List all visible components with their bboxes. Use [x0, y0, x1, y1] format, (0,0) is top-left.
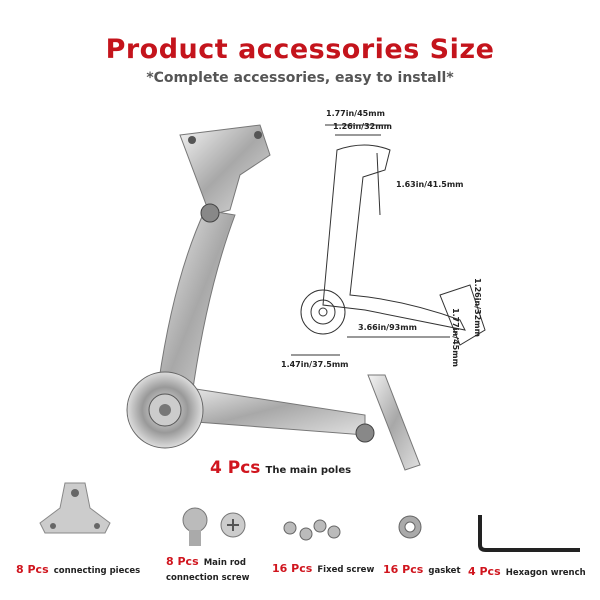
fixed-screw-photo	[283, 519, 341, 541]
label: gasket	[428, 566, 461, 576]
count: 8 Pcs	[166, 555, 199, 568]
count: 16 Pcs	[272, 562, 313, 575]
accessory-fixed-screw: 16 Pcs Fixed screw	[272, 557, 374, 576]
page-title: Product accessories Size	[105, 34, 495, 65]
main-rod-screw-photo	[182, 507, 246, 546]
label: connecting pieces	[53, 566, 141, 576]
dim-wheel-diameter: 1.47in/37.5mm	[281, 360, 349, 369]
accessory-hexagon-wrench: 4 Pcs Hexagon wrench	[468, 560, 586, 579]
main-label: The main poles	[265, 465, 352, 476]
gasket-photo	[398, 515, 422, 539]
label: Hexagon wrench	[505, 568, 586, 578]
count: 4 Pcs	[468, 565, 501, 578]
dim-foot-hole-spacing: 1.26in/32mm	[473, 278, 482, 337]
main-pole-photo	[126, 124, 421, 471]
dim-top-height: 1.63in/41.5mm	[396, 180, 464, 189]
dim-top-hole-spacing: 1.26in/32mm	[333, 122, 392, 131]
dim-top-width: 1.77in/45mm	[326, 109, 385, 118]
hexagon-wrench-photo	[478, 515, 580, 552]
count: 8 Pcs	[16, 563, 49, 576]
count: 16 Pcs	[383, 563, 424, 576]
accessory-gasket: 16 Pcs gasket	[383, 558, 461, 577]
main-count: 4 Pcs	[210, 458, 261, 478]
label: Main rod	[203, 558, 246, 568]
subtitle: *Complete accessories, easy to install*	[146, 70, 454, 86]
connecting-piece-photo	[39, 482, 111, 534]
accessory-main-rod-screw: 8 Pcs Main rod connection screw	[166, 554, 250, 584]
label: Fixed screw	[317, 565, 375, 575]
accessory-connecting-pieces: 8 Pcs connecting pieces	[16, 558, 140, 577]
main-pole-caption: 4 Pcs The main poles	[210, 458, 351, 478]
dimension-diagram	[291, 124, 486, 356]
dim-foot-width: 1.77in/45mm	[451, 308, 460, 367]
label-line2: connection screw	[166, 573, 250, 583]
dim-arm-length: 3.66in/93mm	[358, 323, 417, 332]
